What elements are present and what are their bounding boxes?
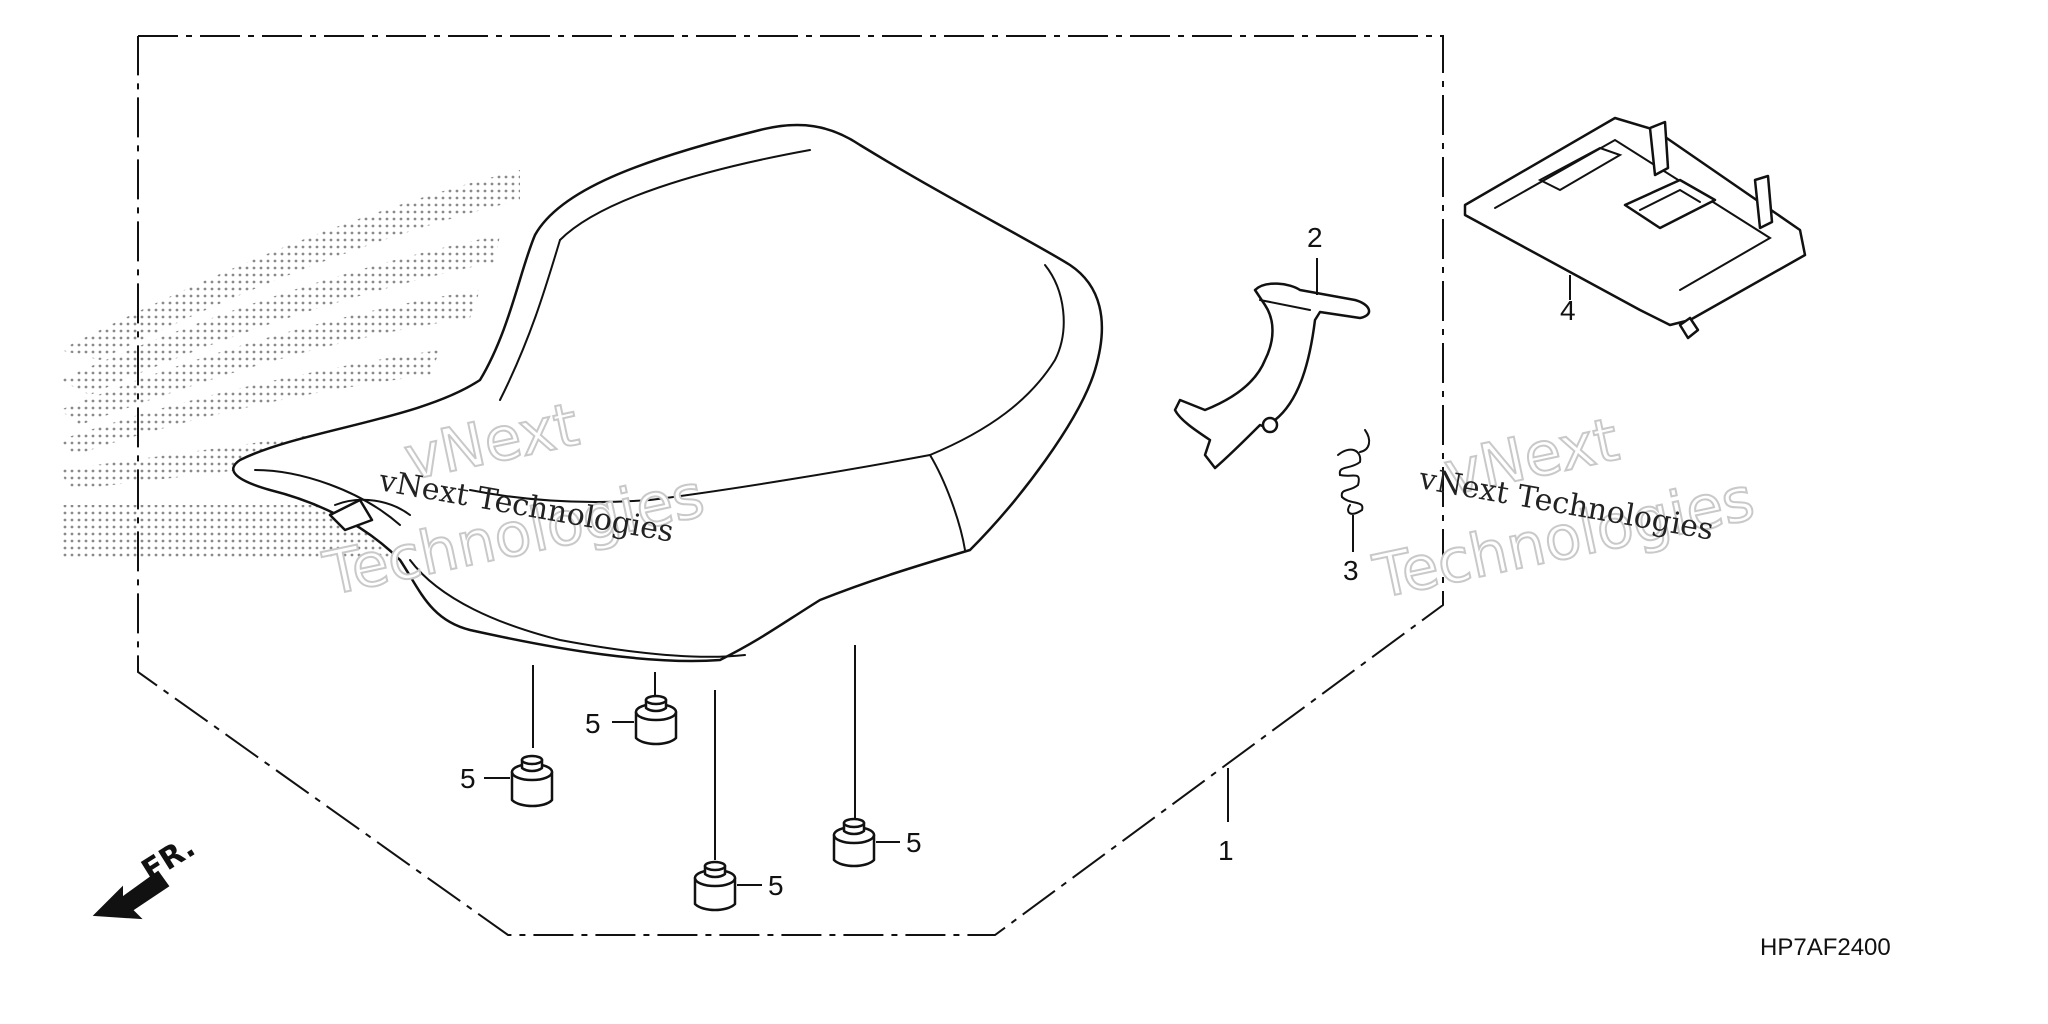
cushion-rubber	[634, 694, 678, 746]
leader-lines	[484, 258, 1571, 886]
spring-illustration	[1337, 429, 1371, 515]
callout-seat-tray: 4	[1560, 295, 1576, 326]
watermark-right: vNext Technologies vNext Technologies	[1367, 404, 1762, 614]
callout-cushion-rubber: 5	[906, 827, 922, 858]
callout-cushion-rubber: 5	[460, 763, 476, 794]
callout-seat-lock-hook: 2	[1307, 222, 1323, 253]
seat-lock-hook-illustration	[1173, 282, 1371, 470]
callout-spring: 3	[1343, 555, 1359, 586]
callout-cushion-rubber: 5	[768, 870, 784, 901]
assembly-boundary	[137, 35, 1444, 936]
callout-seat-assembly: 1	[1218, 835, 1234, 866]
callout-cushion-rubber: 5	[585, 708, 601, 739]
cushion-rubber	[510, 754, 554, 808]
arrow-icon	[92, 870, 170, 920]
cushion-rubber	[832, 817, 876, 868]
seat-tray-illustration	[1463, 116, 1807, 340]
front-direction-arrow: FR.	[92, 830, 201, 920]
cushion-rubber-illustrations	[510, 694, 876, 912]
seat-assembly-illustration	[232, 123, 1104, 663]
drawing-code: HP7AF2400	[1760, 934, 1891, 961]
cushion-rubber	[693, 860, 737, 912]
